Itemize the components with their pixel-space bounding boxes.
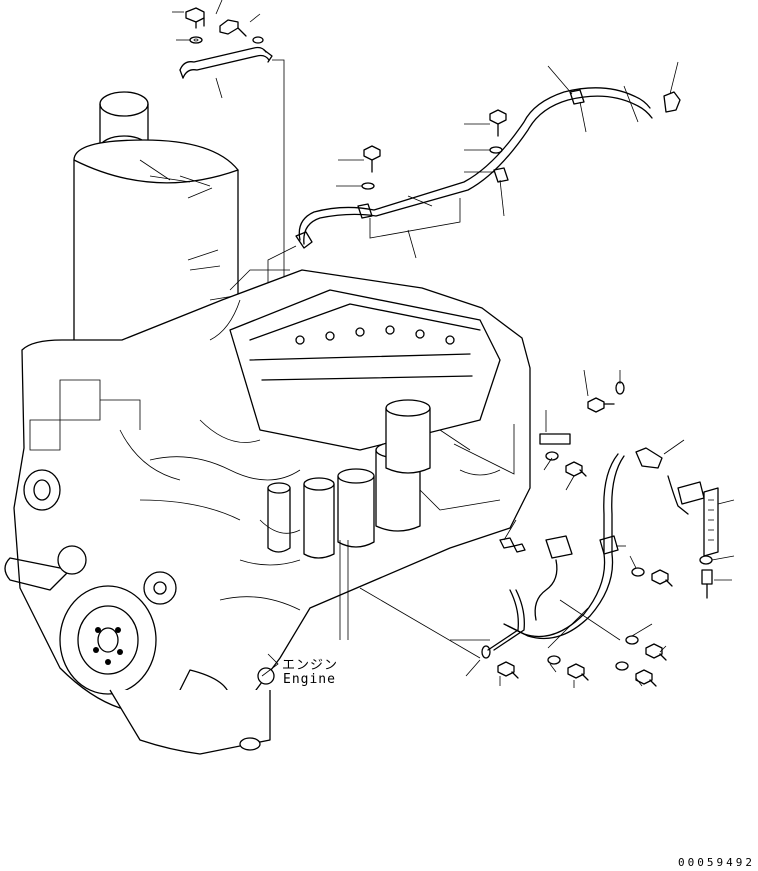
clamp-icon [357,203,373,219]
washer-icon [631,567,645,577]
connector-icon [295,231,313,249]
clamp-icon [569,89,585,105]
bolt-icon [567,663,589,681]
oil-pan [109,667,275,755]
terminal-block [703,487,719,557]
bolt-icon [645,643,667,661]
washer-icon [699,555,713,565]
top-harness-group [172,0,285,300]
connector-icon [667,475,705,515]
washer-icon [547,655,561,665]
drawing-number: 00059492 [678,856,755,869]
connector-icon [635,447,663,469]
wire-harness [179,46,273,79]
washer-icon [481,645,491,659]
engine-illustration [4,91,531,755]
bolt-icon [363,145,381,173]
bracket-icon [539,433,571,445]
front-housing [4,469,231,711]
washer-icon [489,146,503,154]
bolt-icon [651,569,673,587]
fuel-filter [303,477,335,559]
bolt-icon [565,461,587,477]
component-label-jp: エンジン [282,658,339,673]
main-harness-group [267,61,681,324]
head-bolts [295,325,455,345]
fuel-filter [267,482,291,553]
component-label-en: Engine [283,672,336,687]
oil-filter [385,399,431,474]
clamp-icon [493,167,509,183]
right-harness-group [359,369,735,688]
washer-icon [189,36,203,44]
oil-filter [337,468,375,548]
washer-icon [361,182,375,190]
clamp-icon [599,535,619,555]
bolt-icon [587,397,615,413]
bolt-icon [635,669,657,687]
crankshaft-pulley [59,585,157,695]
bolt-icon [185,7,205,29]
connector-icon [663,91,681,113]
bolt-icon [219,19,247,37]
wire-harness [487,589,525,651]
bolt-icon [497,661,519,679]
washer-icon [615,661,629,671]
relay-icon [534,535,573,621]
bolt-icon [701,569,713,599]
bolt-icon [489,109,507,137]
washer-icon [545,451,559,461]
washer-icon [252,36,264,44]
washer-icon [625,635,639,645]
connector-icon [499,537,526,553]
